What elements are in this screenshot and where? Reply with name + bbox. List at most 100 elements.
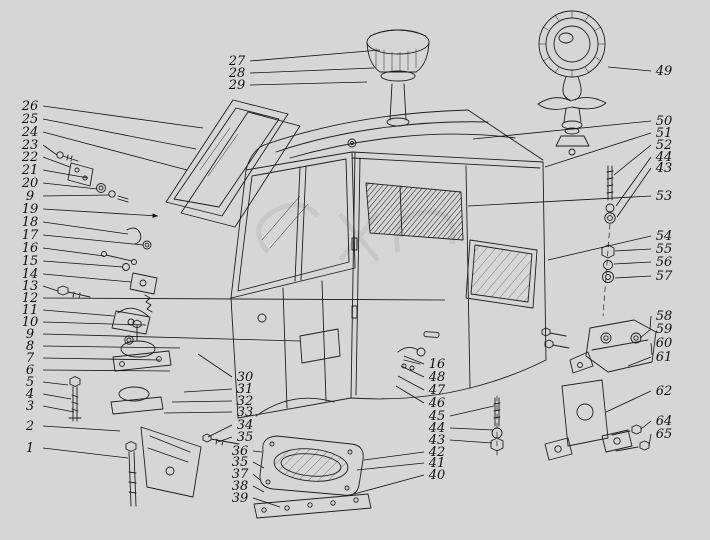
- part-number-26: 26: [21, 99, 39, 114]
- cab-door: [350, 151, 544, 400]
- fastener-parts-right: [490, 165, 657, 461]
- part-number-55: 55: [656, 242, 673, 257]
- fastener-parts-left: [56, 151, 240, 507]
- leader-line: [42, 321, 147, 326]
- part-number-44: 44: [428, 421, 446, 436]
- leader-line: [42, 221, 129, 235]
- part-number-41: 41: [428, 456, 446, 471]
- part-number-49: 49: [655, 64, 673, 79]
- part-number-59: 59: [656, 322, 673, 337]
- part-number-7: 7: [26, 351, 35, 366]
- leader-line: [449, 439, 493, 444]
- leader-line: [42, 118, 197, 150]
- part-number-47: 47: [428, 383, 446, 398]
- grille-assembly: [253, 435, 372, 519]
- part-number-14: 14: [22, 267, 39, 282]
- part-number-57: 57: [656, 269, 673, 284]
- leader-line: [252, 473, 261, 481]
- leader-line: [42, 131, 188, 171]
- part-number-4: 4: [25, 387, 34, 402]
- leader-line: [605, 390, 652, 413]
- leader-line: [42, 333, 301, 342]
- part-number-58: 58: [656, 309, 673, 324]
- spotlight-part: [537, 10, 607, 156]
- leader-line: [183, 388, 233, 393]
- part-number-5: 5: [26, 375, 34, 390]
- part-number-10: 10: [22, 315, 39, 330]
- leader-line: [42, 357, 161, 361]
- part-number-50: 50: [656, 114, 673, 129]
- part-number-43: 43: [428, 433, 446, 448]
- leader-line: [42, 405, 75, 413]
- leader-line: [42, 169, 89, 179]
- leader-line: [640, 420, 652, 430]
- part-number-16: 16: [22, 241, 39, 256]
- leader-line: [472, 120, 652, 140]
- leader-line: [249, 67, 375, 74]
- leader-line: [363, 451, 425, 461]
- part-number-37: 37: [232, 467, 249, 482]
- mounting-bracket-left: [125, 426, 240, 507]
- leader-line: [252, 497, 281, 508]
- leader-line: [42, 297, 446, 301]
- part-number-3: 3: [26, 399, 34, 414]
- part-number-39: 39: [232, 491, 249, 506]
- part-number-25: 25: [21, 112, 39, 127]
- part-number-9: 9: [26, 189, 34, 204]
- part-number-44: 44: [655, 150, 673, 165]
- leader-line: [607, 66, 652, 72]
- part-number-23: 23: [21, 138, 39, 153]
- leader-line: [42, 425, 121, 432]
- part-number-11: 11: [22, 303, 39, 318]
- leader-line: [395, 385, 425, 404]
- windshield-glass-part: [165, 99, 301, 228]
- part-number-60: 60: [656, 336, 673, 351]
- breather-cap-part: [366, 29, 430, 127]
- cab-windshield: [230, 151, 356, 299]
- part-number-15: 15: [22, 254, 39, 269]
- part-number-30: 30: [237, 370, 254, 385]
- part-number-9: 9: [26, 327, 34, 342]
- part-number-28: 28: [228, 66, 246, 81]
- part-number-42: 42: [428, 445, 446, 460]
- leader-line: [42, 369, 171, 372]
- part-number-17: 17: [22, 228, 39, 243]
- leader-line: [449, 427, 495, 431]
- leader-line: [547, 235, 652, 261]
- part-number-38: 38: [232, 479, 249, 494]
- leader-line: [249, 81, 368, 86]
- leader-line: [42, 309, 115, 317]
- cab-drawing: [56, 10, 657, 519]
- leader-line: [42, 194, 110, 197]
- leader-line: [42, 247, 105, 257]
- leader-line: [403, 355, 425, 365]
- part-number-40: 40: [428, 468, 446, 483]
- leader-line: [356, 462, 425, 471]
- part-number-1: 1: [26, 441, 34, 456]
- callouts-layer: 2625242322212091918171615141312111098765…: [21, 49, 673, 508]
- part-number-51: 51: [656, 126, 673, 141]
- underside-bracket: [397, 347, 426, 371]
- part-number-46: 46: [428, 396, 446, 411]
- leader-line: [42, 105, 204, 129]
- leader-line: [42, 260, 124, 268]
- part-number-36: 36: [232, 444, 249, 459]
- rear-quarter-window: [465, 161, 547, 389]
- leader-line: [648, 433, 652, 447]
- leader-line: [171, 400, 233, 403]
- leader-line: [353, 474, 425, 495]
- part-number-32: 32: [237, 394, 254, 409]
- leader-line: [42, 156, 71, 168]
- part-number-2: 2: [25, 419, 34, 434]
- leader-line: [163, 411, 233, 414]
- part-number-29: 29: [228, 78, 246, 93]
- part-number-13: 13: [22, 279, 39, 294]
- mounting-bracket-right: [544, 379, 650, 461]
- leader-line: [42, 285, 59, 292]
- leader-line: [615, 156, 652, 207]
- leader-line: [42, 182, 98, 190]
- part-number-48: 48: [428, 370, 446, 385]
- part-number-54: 54: [656, 229, 673, 244]
- leader-line: [544, 132, 652, 168]
